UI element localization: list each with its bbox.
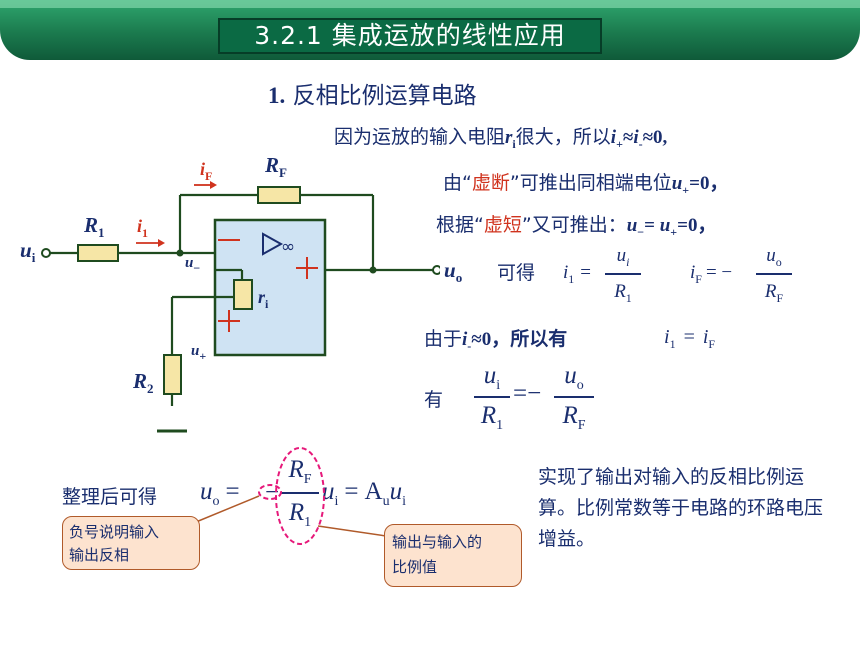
heading-number: 1. — [268, 83, 286, 108]
opamp-triangle-icon — [262, 232, 284, 256]
note-sign-meaning: 负号说明输入 输出反相 — [62, 516, 200, 570]
junction-node-inverting — [176, 249, 184, 257]
junction-node-output — [369, 266, 377, 274]
wires — [50, 193, 433, 406]
result-lhs: uo= — [200, 478, 240, 509]
line-virtual-open: 由“虚断”可推出同相端电位u+=0， — [443, 172, 729, 197]
resistor-rf — [257, 186, 301, 204]
result-frac-numerator: RF — [288, 456, 312, 487]
big-frac2-numerator: uo — [564, 362, 584, 393]
big-frac2-denominator: RF — [562, 402, 586, 433]
label-u-plus: u+ — [191, 343, 207, 363]
frac2-bar — [756, 273, 792, 275]
input-terminal — [41, 248, 51, 258]
note-ratio-meaning: 输出与输入的 比例值 — [384, 524, 522, 587]
formula-i1-equals-if: i1=iF — [664, 326, 716, 351]
big-equals-minus: =− — [513, 380, 542, 407]
big-frac1-bar — [474, 396, 510, 398]
resistor-r1 — [77, 244, 119, 262]
label-u-minus: u− — [185, 255, 201, 275]
line-since: 由于i-≈0，所以有 — [424, 328, 568, 353]
minus-highlight-ellipse — [258, 484, 282, 500]
fraction-highlight-ellipse — [275, 447, 325, 545]
label-ui: ui — [20, 238, 36, 265]
big-frac1-numerator: ui — [483, 362, 501, 393]
resistor-r2 — [163, 354, 182, 395]
result-frac-bar — [281, 492, 319, 494]
big-frac2-bar — [554, 396, 594, 398]
callout-line-sign — [195, 495, 260, 523]
line-have: 有 — [424, 389, 444, 411]
arrow-if-icon — [194, 181, 217, 189]
label-uo: uo — [444, 258, 463, 285]
result-rhs: ui=Auui — [322, 478, 406, 509]
result-frac-denominator: R1 — [288, 499, 312, 530]
label-i1: i1 — [137, 216, 149, 240]
label-r2: R2 — [133, 369, 154, 396]
header-highlight — [0, 0, 860, 8]
circuit-diagram: ∞ — [41, 181, 440, 433]
heading-text: 反相比例运算电路 — [292, 83, 477, 109]
line-input-resistance: 因为运放的输入电阻ri很大，所以i+≈i-≈0, — [334, 126, 668, 151]
description-text: 实现了输出对输入的反相比例运算。比例常数等于电路的环路电压增益。 — [538, 466, 824, 550]
infinity-icon: ∞ — [281, 237, 295, 257]
frac2-numerator: uo — [766, 245, 782, 269]
output-terminal — [432, 265, 440, 275]
line-virtual-short: 根据“虚短”又可推出：u−= u+=0， — [436, 214, 717, 239]
resistor-ri — [233, 279, 253, 310]
frac2-denominator: RF — [764, 281, 784, 305]
highlight-overlay — [195, 447, 387, 545]
label-ri: ri — [258, 287, 269, 311]
label-r1: R1 — [84, 213, 105, 240]
title-box: 3.2.1 集成运放的线性应用 — [218, 18, 602, 54]
formula-i1: i1= — [563, 262, 591, 286]
result-label: 整理后可得 — [62, 486, 158, 508]
frac1-denominator: R1 — [614, 281, 632, 305]
frac1-numerator: ui — [616, 245, 630, 269]
section-heading: 1. 反相比例运算电路 — [268, 76, 477, 110]
callout-line-ratio — [317, 525, 387, 537]
plus-mark-output-icon — [296, 257, 318, 279]
line-therefore: 可得 — [497, 262, 536, 284]
formula-if: iF= − — [690, 262, 733, 286]
label-if: iF — [200, 159, 213, 183]
plus-mark-input-icon — [218, 310, 240, 332]
frac1-bar — [605, 273, 641, 275]
page-title: 3.2.1 集成运放的线性应用 — [254, 21, 566, 50]
big-frac1-denominator: R1 — [480, 402, 504, 433]
arrow-i1-icon — [136, 239, 165, 247]
label-rf: RF — [265, 153, 287, 180]
